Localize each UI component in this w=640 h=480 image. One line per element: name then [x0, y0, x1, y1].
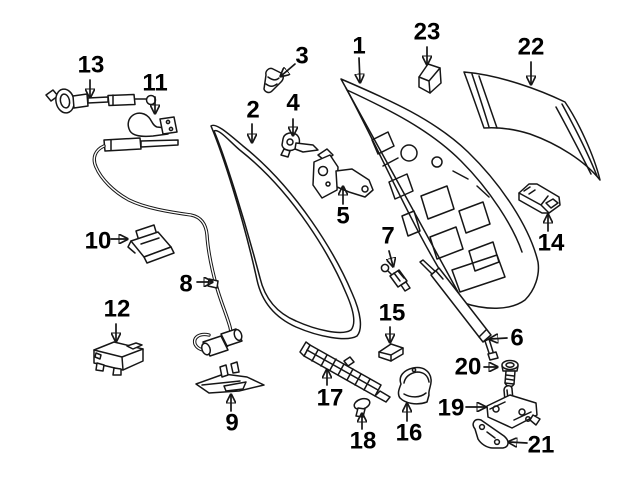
liftgate-glass: [463, 71, 601, 181]
vent-grille: [299, 341, 391, 403]
mounting-bracket: [127, 224, 175, 264]
striker-plate: [472, 418, 509, 449]
callout-label-13: 13: [78, 52, 105, 79]
ball-stud: [380, 263, 411, 292]
callout-label-10: 10: [85, 228, 112, 255]
callout-label-9: 9: [225, 410, 238, 437]
callout-arrow-6: [490, 338, 508, 339]
license-lamp: [518, 183, 561, 214]
callout-label-2: 2: [246, 97, 259, 124]
gas-strut: [419, 259, 499, 361]
hinge-bracket: [280, 132, 319, 158]
callout-label-6: 6: [510, 325, 523, 352]
callout-label-21: 21: [528, 432, 555, 459]
callout-label-17: 17: [317, 385, 344, 412]
callout-label-20: 20: [455, 354, 482, 381]
cable-guide-bracket: [127, 112, 178, 138]
liftgate-latch: [486, 385, 541, 429]
callout-arrow-1: [359, 57, 360, 82]
control-module: [93, 341, 144, 376]
callout-arrow-3: [281, 63, 296, 76]
callout-label-19: 19: [438, 395, 465, 422]
callout-label-16: 16: [396, 420, 423, 447]
callout-arrow-21: [509, 442, 528, 443]
rubber-bumper: [418, 63, 442, 94]
callout-label-1: 1: [352, 33, 365, 60]
bumper-grommet: [397, 366, 432, 405]
callout-label-23: 23: [414, 19, 441, 46]
callout-arrow-7: [389, 250, 393, 266]
support-bracket: [195, 361, 265, 394]
callout-label-15: 15: [379, 300, 406, 327]
callout-label-5: 5: [336, 203, 349, 230]
callout-label-18: 18: [350, 428, 377, 455]
weatherstrip-seal: [210, 124, 362, 340]
retainer-clip: [378, 343, 404, 362]
callout-label-4: 4: [286, 90, 300, 117]
callout-label-12: 12: [104, 296, 131, 323]
callout-label-14: 14: [538, 230, 565, 257]
callout-label-11: 11: [142, 70, 167, 97]
callout-label-22: 22: [518, 34, 545, 61]
wiring-harness: [92, 137, 243, 357]
liftgate-panel: [340, 78, 540, 310]
callout-label-3: 3: [295, 43, 308, 70]
callout-label-8: 8: [179, 271, 192, 298]
callout-label-7: 7: [381, 223, 394, 250]
